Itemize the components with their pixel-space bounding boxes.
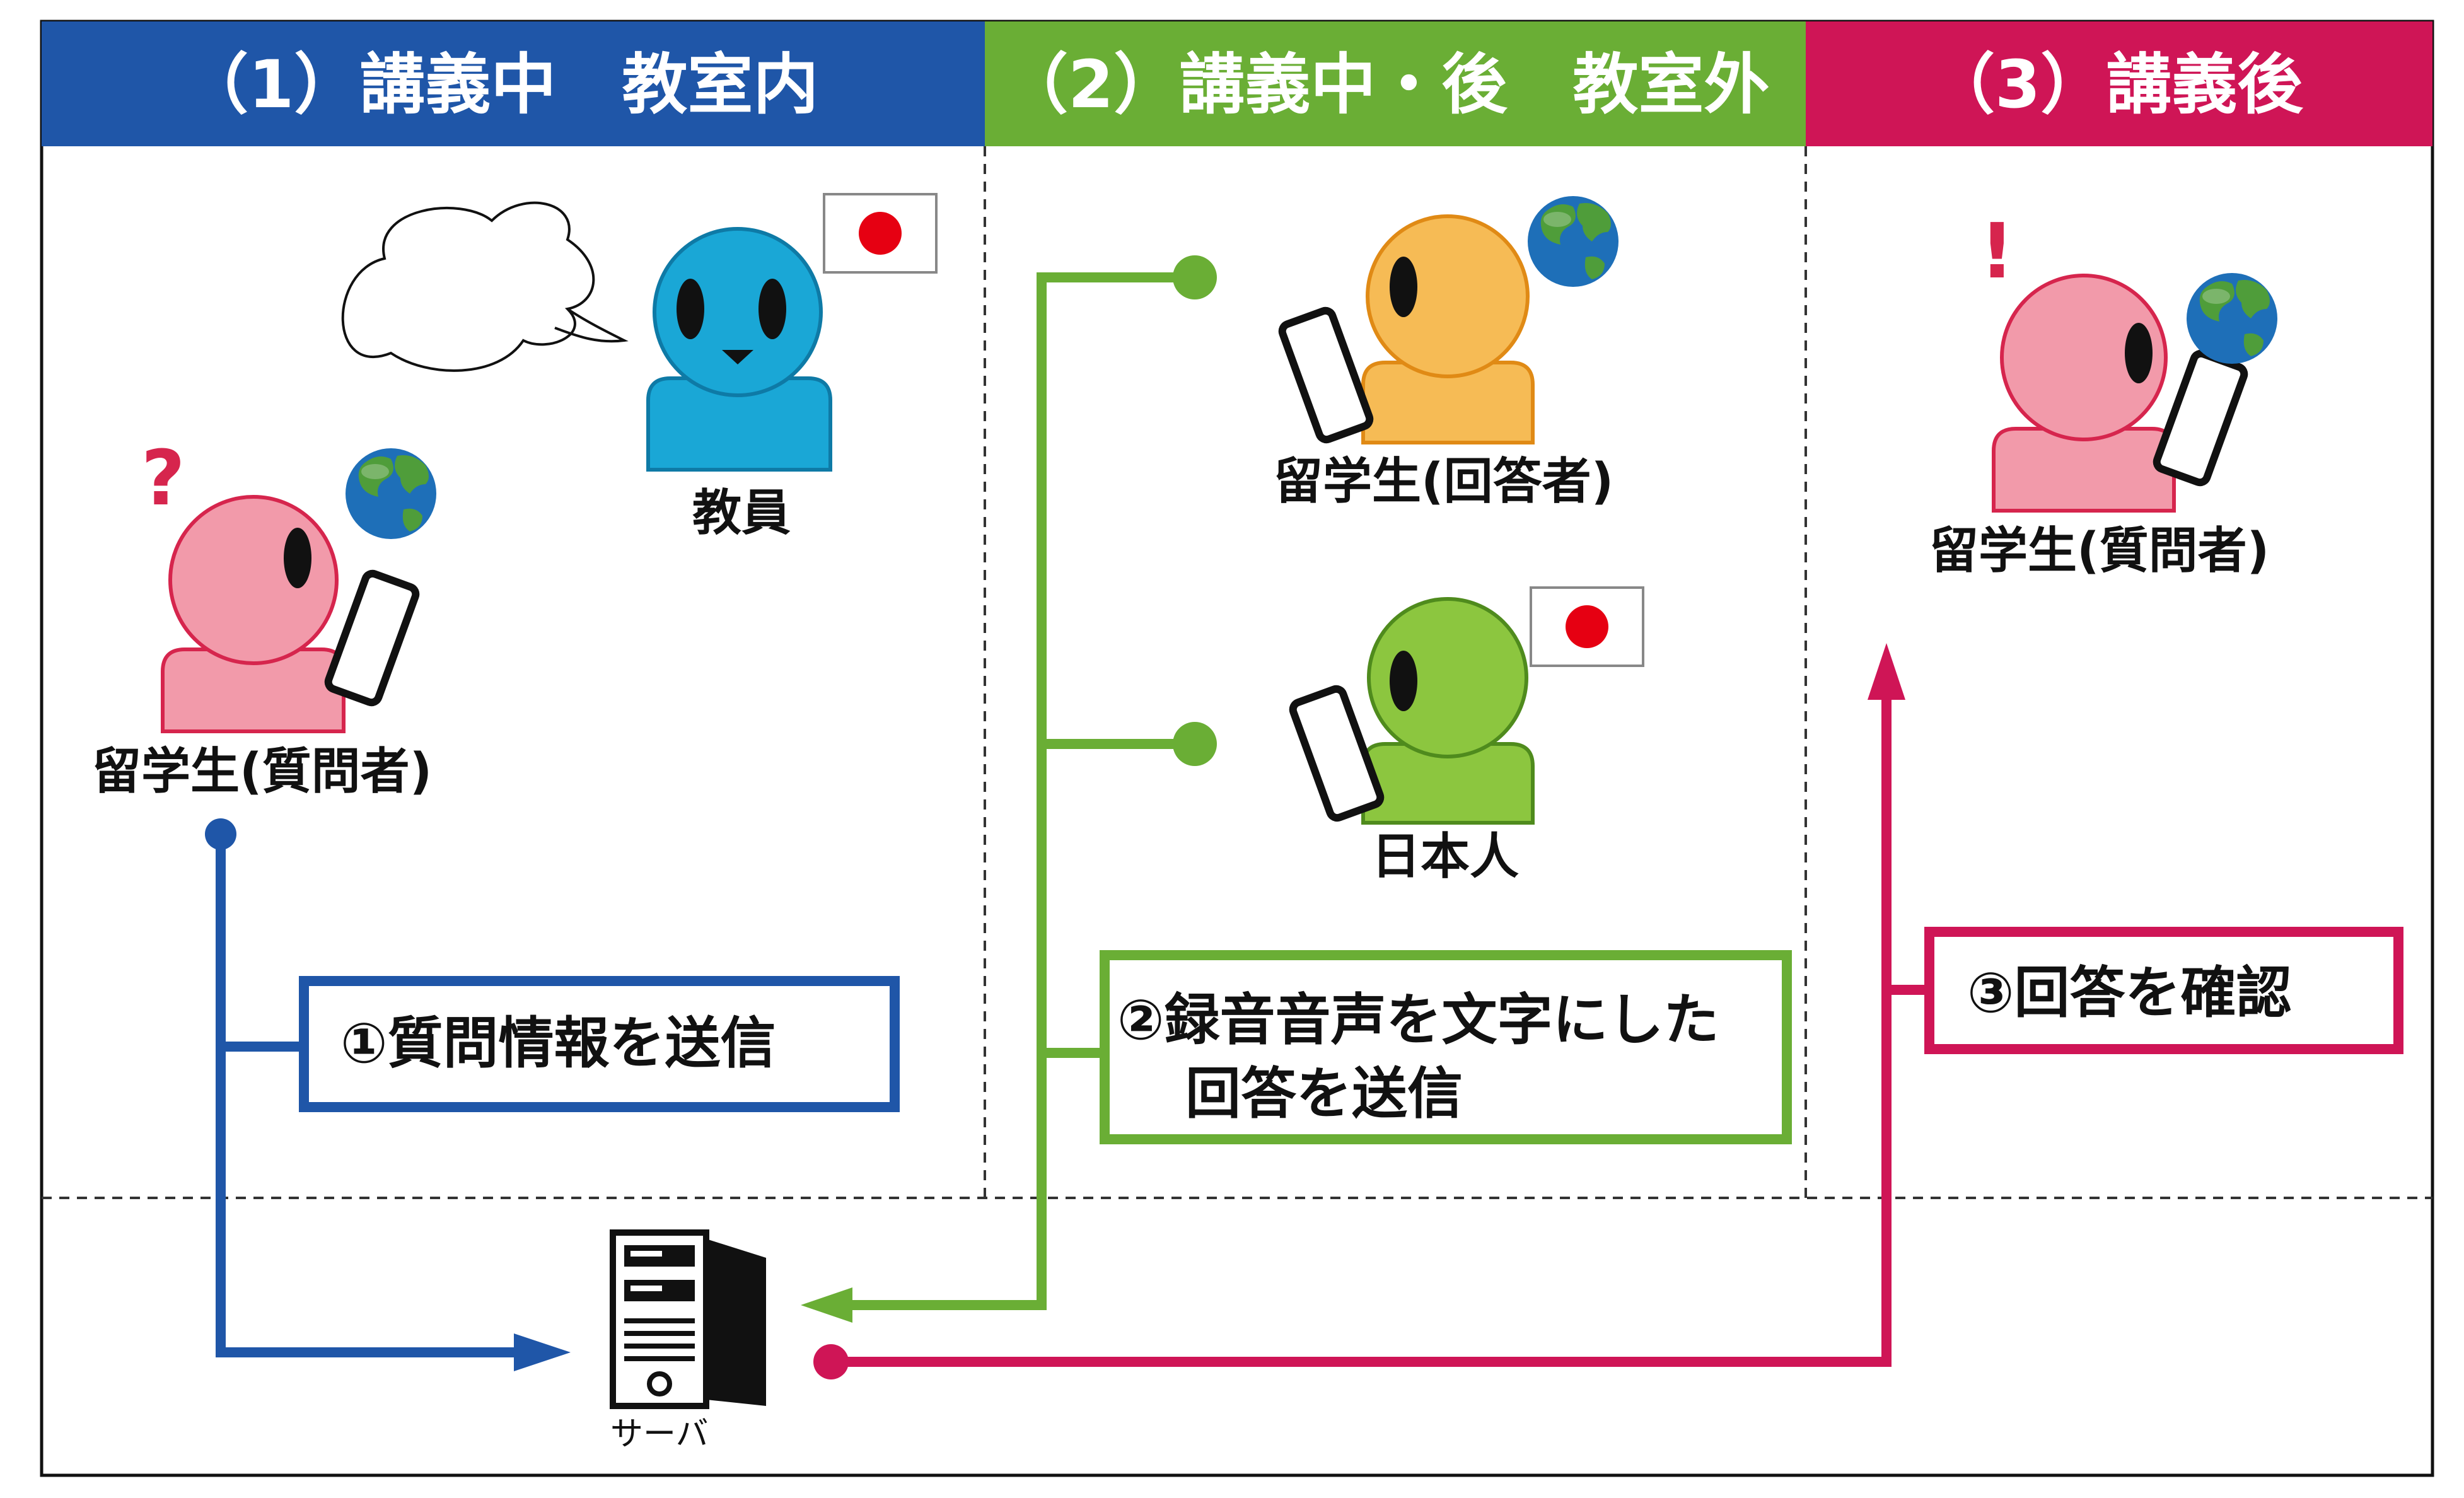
questioner-right-figure <box>1992 274 2248 513</box>
exclamation-mark-icon: ! <box>1980 208 2014 296</box>
step2-text-line2: 回答を送信 <box>1185 1061 1463 1126</box>
japanese-label: 日本人 <box>1371 828 1519 885</box>
header-section3: （3）講義後 <box>1929 46 2303 123</box>
step1-text: ①質問情報を送信 <box>340 1011 776 1076</box>
teacher-figure <box>646 227 832 472</box>
header-bar-section3 <box>1806 21 2432 146</box>
questioner-right-label: 留学生(質問者) <box>1929 523 2269 579</box>
japanese-figure <box>1289 597 1535 825</box>
server-tower-icon <box>610 1229 766 1409</box>
questioner-left-figure <box>161 495 420 733</box>
speech-bubble-icon <box>341 201 629 372</box>
globe-icon <box>346 448 436 539</box>
step3-text: ③回答を確認 <box>1967 960 2292 1025</box>
flow-step2-arrow <box>801 255 1217 1323</box>
flow-step1-arrow <box>205 818 571 1371</box>
answerer-figure <box>1278 214 1535 444</box>
step2-box <box>1100 950 1792 1144</box>
header-bar-section2 <box>985 21 1806 146</box>
flow-step3-arrow <box>813 643 1929 1379</box>
japan-flag-icon <box>823 193 938 274</box>
header-section1: （1）講義中 教室内 <box>183 46 818 123</box>
japan-flag-icon <box>1530 586 1644 667</box>
globe-icon <box>1528 196 1618 287</box>
questioner-left-label: 留学生(質問者) <box>92 743 432 800</box>
step2-text-line1: ②録音音声を文字にした <box>1117 987 1719 1052</box>
header-bar-section1 <box>42 21 985 146</box>
globe-icon <box>2187 273 2277 364</box>
teacher-label: 教員 <box>692 485 791 542</box>
step1-box <box>299 976 900 1112</box>
step3-box <box>1924 927 2403 1054</box>
question-mark-icon: ? <box>141 435 185 523</box>
server-label: サーバ <box>610 1415 708 1453</box>
answerer-label: 留学生(回答者) <box>1274 453 1613 510</box>
header-section2: （2）講義中・後 教室外 <box>1002 46 1769 123</box>
